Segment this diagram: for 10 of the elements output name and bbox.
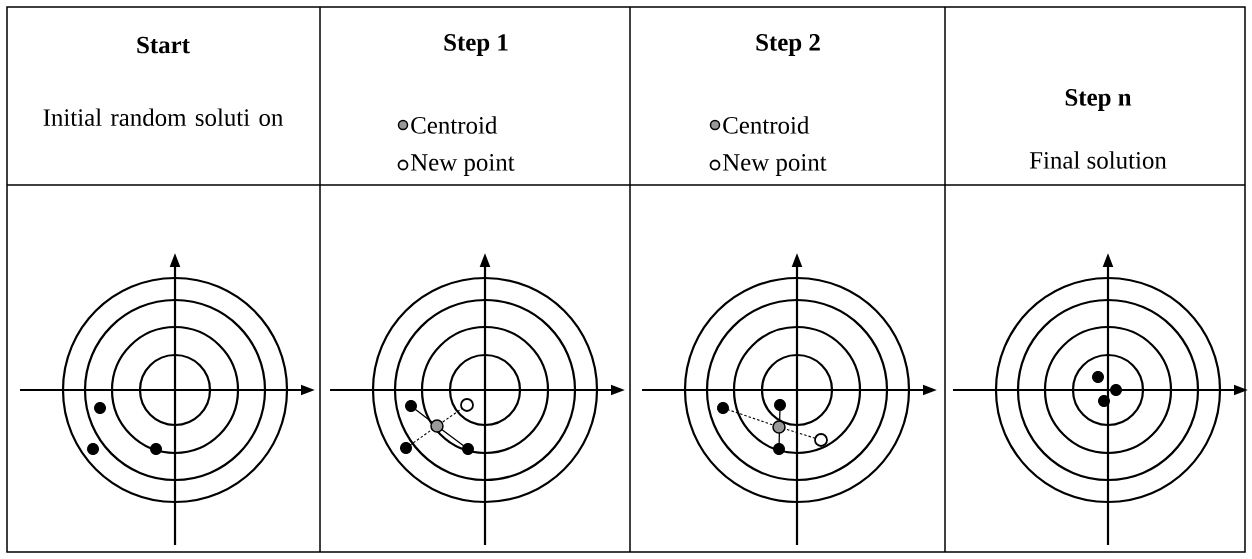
legend-item: Centroid — [397, 116, 498, 134]
column-heading: Step 2 — [756, 34, 820, 56]
column-heading: Step 1 — [444, 34, 508, 56]
legend-item: Centroid — [709, 116, 810, 134]
legend-item: New point — [709, 154, 827, 176]
legend-item: New point — [397, 154, 515, 176]
description-text: Final solution — [1029, 151, 1167, 169]
column-heading: Start — [137, 36, 190, 54]
column-heading: Step n — [1065, 89, 1132, 111]
description-text: Initial random soluti on — [43, 108, 283, 127]
